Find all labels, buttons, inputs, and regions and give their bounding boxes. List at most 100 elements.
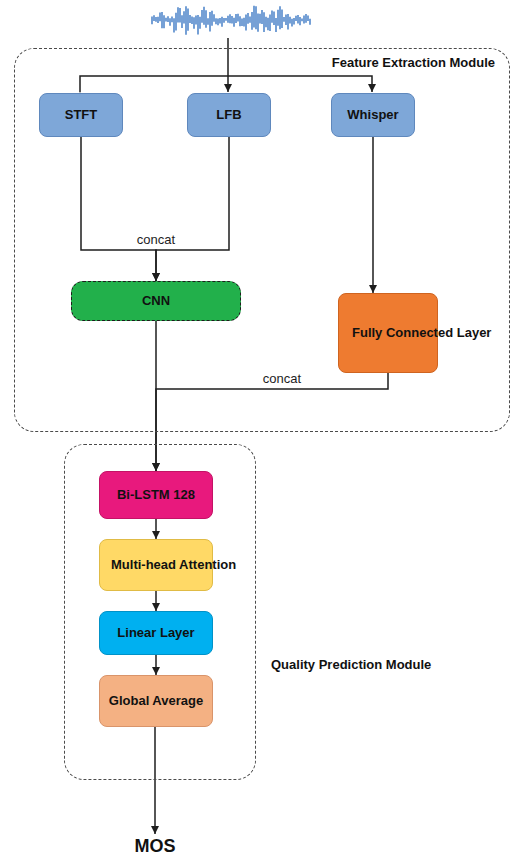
waveform-stroke <box>231 16 232 23</box>
module-region: Bi-LSTM 128Multi-head AttentionLinear La… <box>64 444 256 780</box>
waveform-stroke <box>257 14 258 32</box>
flow-arrow <box>155 519 157 539</box>
waveform-stroke <box>261 10 262 24</box>
waveform-stroke <box>307 16 308 21</box>
waveform-stroke <box>193 17 194 28</box>
box-label: Multi-head Attention <box>111 557 201 573</box>
input-split-wire <box>80 76 372 92</box>
flow-arrow <box>81 137 156 281</box>
waveform-stroke <box>233 18 234 27</box>
flow-arrow <box>156 373 388 471</box>
waveform-stroke <box>171 17 172 23</box>
waveform-stroke <box>211 11 212 26</box>
waveform-stroke <box>215 18 216 24</box>
waveform-stroke <box>269 14 270 30</box>
waveform-stroke <box>167 16 168 22</box>
waveform-stroke <box>303 16 304 24</box>
waveform-stroke <box>197 15 198 34</box>
process-box: Multi-head Attention <box>99 539 213 591</box>
waveform-stroke <box>271 11 272 23</box>
waveform-stroke <box>229 14 230 23</box>
process-box: STFT <box>39 93 123 137</box>
process-box: Whisper <box>331 93 415 137</box>
audio-waveform <box>152 6 310 35</box>
waveform-stroke <box>235 14 236 23</box>
waveform-stroke <box>161 12 162 28</box>
waveform-stroke <box>241 19 242 26</box>
process-box: LFB <box>187 93 271 137</box>
waveform-stroke <box>195 16 196 25</box>
waveform-stroke <box>255 6 256 29</box>
waveform-stroke <box>151 17 152 25</box>
waveform-stroke <box>267 18 268 30</box>
waveform-stroke <box>283 17 284 22</box>
waveform-stroke <box>191 16 192 24</box>
waveform-stroke <box>265 17 266 28</box>
waveform-stroke <box>165 18 166 22</box>
edge-label: concat <box>135 232 177 247</box>
waveform-stroke <box>299 17 300 25</box>
edge-label: concat <box>261 371 303 386</box>
waveform-stroke <box>273 12 274 26</box>
waveform-stroke <box>201 10 202 23</box>
waveform-stroke <box>237 14 238 22</box>
waveform-stroke <box>183 11 184 23</box>
waveform-stroke <box>175 13 176 31</box>
waveform-stroke <box>221 17 222 27</box>
waveform-stroke <box>259 14 260 24</box>
box-label: LFB <box>216 107 241 123</box>
waveform-stroke <box>205 10 206 27</box>
process-box: Fully Connected Layer <box>338 293 438 373</box>
box-label: Fully Connected Layer <box>352 325 424 341</box>
waveform-stroke <box>157 17 158 23</box>
waveform-stroke <box>185 6 186 35</box>
waveform-stroke <box>159 13 160 22</box>
process-box: Global Average <box>99 675 213 727</box>
waveform-stroke <box>285 15 286 25</box>
output-wire <box>154 726 156 834</box>
process-box: Bi-LSTM 128 <box>99 471 213 519</box>
waveform-stroke <box>239 16 240 26</box>
waveform-stroke <box>187 9 188 31</box>
waveform-stroke <box>293 18 294 25</box>
flow-arrow <box>372 137 374 293</box>
module-title: Feature Extraction Module <box>332 55 495 70</box>
waveform-stroke <box>263 12 264 32</box>
waveform-stroke <box>301 18 302 21</box>
flow-arrow <box>155 655 157 675</box>
waveform-stroke <box>169 18 170 26</box>
box-label: Linear Layer <box>117 625 194 641</box>
process-box: Linear Layer <box>99 611 213 655</box>
waveform-stroke <box>203 7 204 25</box>
waveform-stroke <box>173 18 174 32</box>
waveform-stroke <box>251 12 252 30</box>
flow-arrow <box>156 137 229 281</box>
waveform-stroke <box>245 14 246 30</box>
waveform-stroke <box>207 18 208 24</box>
waveform-stroke <box>217 18 218 25</box>
waveform-stroke <box>189 15 190 23</box>
box-label: CNN <box>142 293 170 309</box>
waveform-stroke <box>153 15 154 21</box>
box-label: Global Average <box>109 693 203 709</box>
waveform-stroke <box>249 17 250 23</box>
waveform-stroke <box>291 19 292 27</box>
waveform-stroke <box>163 15 164 28</box>
waveform-stroke <box>243 18 244 27</box>
waveform-stroke <box>225 18 226 21</box>
waveform-stroke <box>179 8 180 23</box>
flow-arrow <box>155 591 157 611</box>
waveform-stroke <box>287 14 288 29</box>
waveform-stroke <box>279 6 280 29</box>
waveform-stroke <box>227 16 228 23</box>
waveform-stroke <box>181 15 182 28</box>
waveform-stroke <box>209 12 210 31</box>
waveform-stroke <box>297 15 298 24</box>
module-title: Quality Prediction Module <box>271 657 431 672</box>
process-box: CNN <box>71 281 241 321</box>
waveform-stroke <box>253 6 254 28</box>
waveform-stroke <box>309 19 310 25</box>
waveform-stroke <box>247 13 248 24</box>
waveform-stroke <box>295 16 296 21</box>
box-label: Whisper <box>347 107 398 123</box>
